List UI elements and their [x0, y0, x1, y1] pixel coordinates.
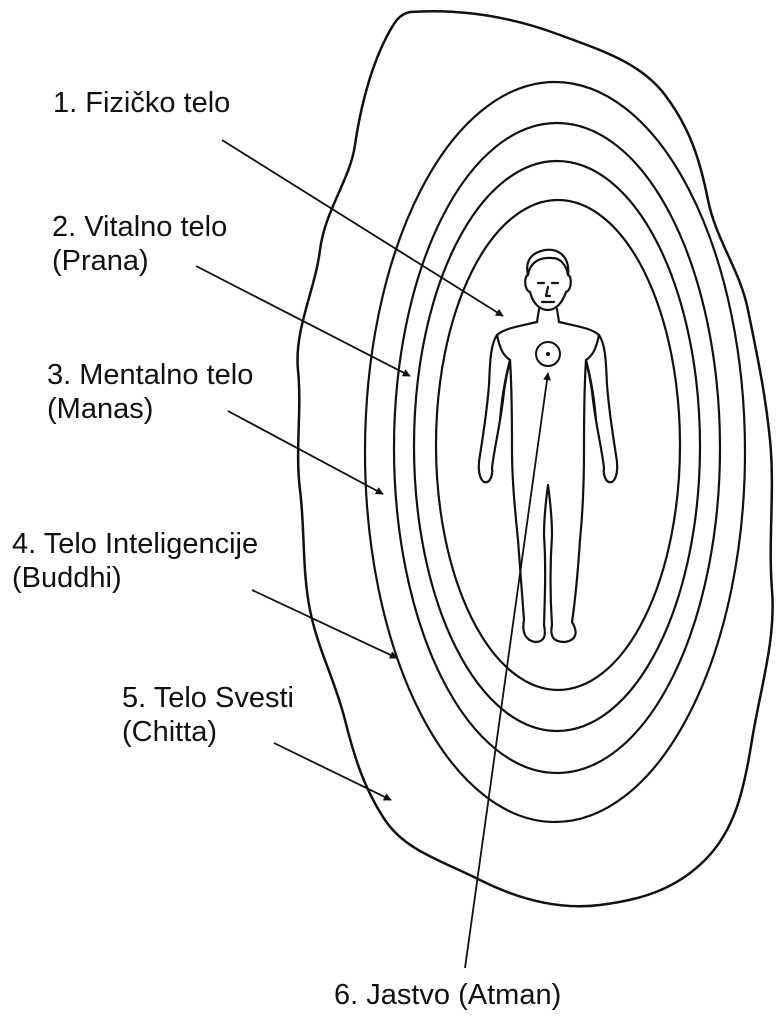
arrow-intellect-body: [252, 590, 397, 658]
arrow-physical-body: [222, 140, 503, 316]
label-intellect-body-sanskrit: (Buddhi): [12, 561, 258, 595]
sheath-ellipse-2: [394, 123, 720, 773]
label-consciousness-body-title: 5. Telo Svesti: [122, 681, 294, 715]
arrow-self-atman: [465, 373, 548, 968]
label-mental-body-title: 3. Mentalno telo: [47, 358, 253, 392]
sheath-ellipse-4: [436, 200, 680, 690]
label-consciousness-body-sanskrit: (Chitta): [122, 715, 294, 749]
label-consciousness-body: 5. Telo Svesti (Chitta): [122, 681, 294, 749]
sheath-ellipse-3: [414, 161, 700, 731]
label-self-atman-title: 6. Jastvo (Atman): [334, 978, 561, 1012]
label-vital-body: 2. Vitalno telo (Prana): [52, 210, 227, 278]
heart-center-dot: [546, 352, 550, 356]
label-vital-body-sanskrit: (Prana): [52, 244, 227, 278]
label-vital-body-title: 2. Vitalno telo: [52, 210, 227, 244]
human-figure: [479, 250, 617, 642]
label-mental-body: 3. Mentalno telo (Manas): [47, 358, 253, 426]
arrow-consciousness-body: [274, 743, 391, 800]
label-intellect-body-title: 4. Telo Inteligencije: [12, 527, 258, 561]
sheath-ellipse-1: [365, 82, 745, 822]
label-mental-body-sanskrit: (Manas): [47, 392, 253, 426]
label-self-atman: 6. Jastvo (Atman): [334, 978, 561, 1012]
label-physical-body: 1. Fizičko telo: [53, 86, 230, 120]
label-physical-body-title: 1. Fizičko telo: [53, 86, 230, 120]
outer-aura-boundary: [297, 11, 772, 906]
label-intellect-body: 4. Telo Inteligencije (Buddhi): [12, 527, 258, 595]
